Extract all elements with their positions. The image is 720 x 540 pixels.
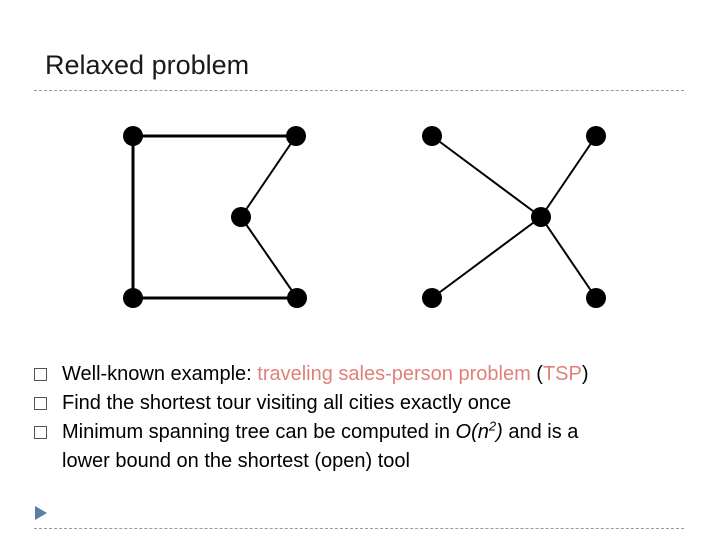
bullet-text: Minimum spanning tree can be computed in — [62, 421, 456, 443]
spanning-tree-graph — [422, 126, 606, 308]
bullet-icon — [34, 368, 47, 381]
tour-node — [123, 126, 143, 146]
tour-graph — [123, 126, 307, 308]
tour-node — [123, 288, 143, 308]
bullet-icon — [34, 426, 47, 439]
tour-node — [286, 126, 306, 146]
tree-node — [586, 288, 606, 308]
bullet-list: Well-known example: traveling sales-pers… — [34, 360, 704, 476]
tree-edge — [540, 216, 597, 299]
tour-node — [287, 288, 307, 308]
tsp-term: traveling sales-person problem — [257, 363, 531, 385]
tree-node — [422, 288, 442, 308]
tree-node — [422, 126, 442, 146]
tree-edge — [431, 216, 542, 299]
tree-edge — [431, 135, 542, 218]
complexity-base: O(n — [455, 421, 489, 443]
title-divider — [34, 90, 684, 91]
bullet-text: and is a — [502, 421, 579, 443]
bullet-line: lower bound on the shortest (open) tool — [62, 450, 410, 472]
bullet-text: ) — [581, 363, 589, 385]
bullet-icon — [34, 397, 47, 410]
bullet-text: ( — [530, 363, 543, 385]
tree-edge — [540, 135, 597, 218]
footer-divider — [34, 528, 684, 529]
slide-title: Relaxed problem — [45, 50, 250, 80]
complexity-exponent: 2 — [488, 418, 497, 434]
tour-edge — [240, 135, 297, 218]
next-slide-icon[interactable] — [34, 505, 48, 521]
complexity-close: ) — [496, 421, 503, 443]
tree-node — [531, 207, 551, 227]
bullet-text: Find the shortest tour visiting all citi… — [62, 392, 512, 414]
bullet-text: Well-known example: — [62, 363, 258, 385]
bullet-line: Minimum spanning tree can be computed in… — [62, 418, 704, 447]
complexity-math: O(n2) — [455, 418, 503, 443]
bullet-item-shortest-tour: Find the shortest tour visiting all citi… — [34, 389, 704, 418]
bullet-item-mst: Minimum spanning tree can be computed in… — [34, 418, 704, 476]
tour-node — [231, 207, 251, 227]
bullet-item-tsp: Well-known example: traveling sales-pers… — [34, 360, 704, 389]
tree-node — [586, 126, 606, 146]
tsp-acronym: TSP — [542, 363, 582, 385]
tour-edge — [240, 216, 298, 299]
